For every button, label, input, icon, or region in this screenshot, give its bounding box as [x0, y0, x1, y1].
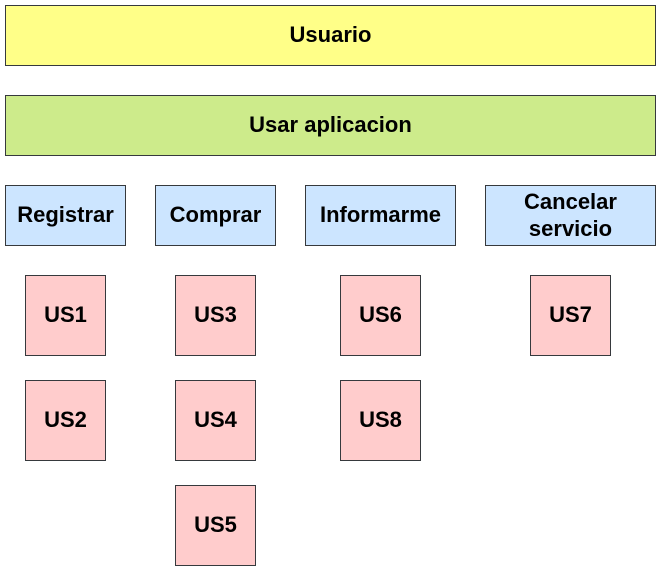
story-us2-card: US2	[25, 380, 106, 461]
story-us7-card: US7	[530, 275, 611, 356]
actor-usuario-box: Usuario	[5, 5, 656, 66]
story-us3-card: US3	[175, 275, 256, 356]
goal-usar-aplicacion-box: Usar aplicacion	[5, 95, 656, 156]
story-label: US7	[549, 302, 592, 328]
activity-comprar-box: Comprar	[155, 185, 276, 246]
story-label: US6	[359, 302, 402, 328]
activity-registrar-box: Registrar	[5, 185, 126, 246]
story-label: US8	[359, 407, 402, 433]
story-label: US2	[44, 407, 87, 433]
goal-label: Usar aplicacion	[249, 112, 412, 138]
story-label: US4	[194, 407, 237, 433]
story-us6-card: US6	[340, 275, 421, 356]
activity-label: Registrar	[17, 202, 114, 228]
story-label: US1	[44, 302, 87, 328]
story-us8-card: US8	[340, 380, 421, 461]
activity-label: Cancelar servicio	[524, 189, 617, 241]
story-us5-card: US5	[175, 485, 256, 566]
story-us1-card: US1	[25, 275, 106, 356]
activity-label: Informarme	[319, 202, 442, 228]
story-label: US3	[194, 302, 237, 328]
story-label: US5	[194, 512, 237, 538]
actor-label: Usuario	[289, 22, 372, 48]
activity-label: Comprar	[169, 202, 262, 228]
activity-informarme-box: Informarme	[305, 185, 456, 246]
story-us4-card: US4	[175, 380, 256, 461]
activity-cancelar-servicio-box: Cancelar servicio	[485, 185, 656, 246]
